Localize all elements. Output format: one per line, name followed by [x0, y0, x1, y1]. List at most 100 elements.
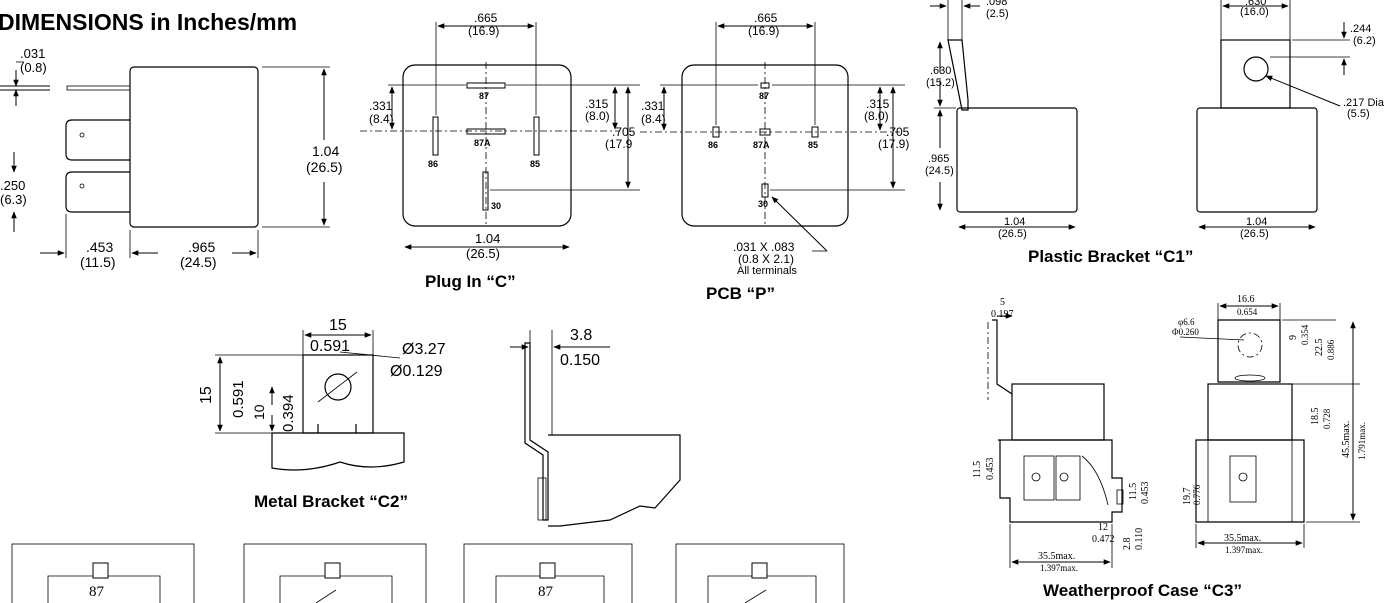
dim-c2-15-top: 15 [329, 317, 347, 334]
c3-dim-355-front: 35.5max. [1224, 533, 1261, 544]
dim-plugin-331: .331 [369, 99, 393, 113]
dim-pcb-705: .705 [886, 125, 910, 139]
dim-c2-15-side: 15 [198, 386, 215, 404]
c3-dim-0110: 0.110 [1134, 528, 1145, 550]
c3-dim-0354: 0.354 [1300, 324, 1310, 345]
c3-upper-body-side [1011, 383, 1105, 441]
pcb-label-87a: 87A [753, 140, 770, 150]
dim-pcb-84: (8.4) [641, 112, 666, 126]
dim-c2-0591-top: 0.591 [310, 338, 350, 355]
blade-terminal-lower [65, 171, 130, 213]
blade-terminal-upper [65, 119, 130, 161]
pcb-note-1: .031 X .083 [733, 240, 795, 254]
bracket-c2-body [271, 432, 405, 471]
dim-c1-160: (16.0) [1240, 6, 1269, 18]
label-87a: 87A [474, 138, 491, 148]
pcb-note-3: All terminals [737, 265, 797, 277]
c3-dim-phi0260: Φ0.260 [1172, 327, 1199, 337]
dim-plugin-265: (26.5) [466, 246, 500, 261]
dim-c2-38: 3.8 [570, 327, 592, 344]
caption-metal-bracket: Metal Bracket “C2” [254, 492, 408, 511]
c3-dim-1397-side: 1.397max. [1040, 563, 1078, 573]
caption-pcb: PCB “P” [706, 284, 775, 303]
plastic-bracket-c1-drawing: .098 (2.5) .630 (15.2) .965 (24.5) 1.04 … [925, 0, 1384, 266]
plug-in-c-drawing: 87 87A 86 85 30 .665 (16.9) .331 (8.4) .… [360, 11, 640, 291]
c3-dim-0453-l: 0.453 [985, 458, 996, 481]
dim-side-115: (11.5) [80, 254, 116, 270]
dim-pcb-665: .665 [754, 11, 778, 25]
dim-side-63: (6.3) [0, 192, 27, 207]
c3-case-front [1195, 439, 1305, 523]
c3-dim-455max: 45.5max. [1341, 421, 1352, 458]
dim-c2-0394: 0.394 [280, 394, 297, 432]
metal-bracket-c2-drawing: 15 0.591 Ø3.27 Ø0.129 15 0.591 10 0.394 … [198, 317, 681, 527]
dim-c2-10: 10 [251, 404, 267, 420]
dim-plugin-665: .665 [474, 11, 498, 25]
dim-plugin-705: .705 [612, 125, 636, 139]
page-title: DIMENSIONS in Inches/mm [0, 9, 297, 35]
pcb-note-2: (0.8 X 2.1) [738, 252, 794, 266]
c3-dim-197: 19.7 [1182, 488, 1193, 506]
relay-body-side [129, 66, 259, 228]
c3-dim-12: 12 [1098, 522, 1108, 533]
c3-dim-115-l: 11.5 [972, 461, 983, 478]
dim-c1-265-front: (26.5) [1240, 228, 1269, 240]
dim-pcb-80: (8.0) [864, 109, 889, 123]
dim-side-965: .965 [188, 239, 215, 255]
terminal-top [66, 85, 131, 91]
dim-pcb-179: (17.9) [878, 137, 909, 151]
dim-side-453: .453 [86, 239, 113, 255]
dim-side-265: (26.5) [306, 159, 343, 175]
pcb-label-30: 30 [758, 199, 768, 209]
label-85: 85 [530, 159, 540, 169]
bracket-c2-side-plate [524, 342, 549, 521]
c3-dim-0776: 0.776 [1192, 484, 1202, 505]
dim-c1-265-side: (26.5) [998, 228, 1027, 240]
c3-case-side [998, 439, 1123, 523]
c3-dim-225: 22.5 [1314, 339, 1325, 357]
c3-upper-body-front [1207, 383, 1293, 441]
dim-plugin-84: (8.4) [369, 112, 394, 126]
c3-dim-28: 2.8 [1122, 538, 1133, 551]
dim-side-250: .250 [0, 178, 25, 193]
dim-c1-630-top: .630 [1245, 0, 1266, 8]
dim-c1-104-front: 1.04 [1246, 216, 1267, 228]
dim-c1-62: (6.2) [1353, 35, 1376, 47]
terminal-30 [482, 171, 489, 211]
weatherproof-c3-drawing: 5 0.197 11.5 0.453 11.5 0.453 12 0.472 2… [972, 294, 1367, 600]
pcb-label-86: 86 [708, 140, 718, 150]
label-30: 30 [491, 201, 501, 211]
dim-pcb-169: (16.9) [748, 24, 779, 38]
dim-c1-244: .244 [1350, 23, 1371, 35]
caption-weatherproof: Weatherproof Case “C3” [1043, 581, 1242, 600]
terminal-86 [432, 116, 439, 156]
dim-plugin-315: .315 [585, 97, 609, 111]
dim-plugin-179: (17.9 [605, 137, 633, 151]
dim-plugin-104: 1.04 [475, 231, 500, 246]
bracket-c1-hole [1243, 56, 1269, 82]
caption-plug-in: Plug In “C” [425, 272, 516, 291]
c3-front-tab [1217, 319, 1281, 383]
pcb-label-87: 87 [759, 91, 769, 101]
dim-c1-55: (5.5) [1347, 108, 1370, 120]
c3-dim-0728: 0.728 [1322, 408, 1332, 429]
dim-c1-098: .098 [986, 0, 1007, 8]
bracket-c1-tab [1220, 39, 1291, 109]
dim-c1-630-side: .630 [930, 65, 951, 77]
dim-pcb-315: .315 [866, 97, 890, 111]
pcb-label-85: 85 [808, 140, 818, 150]
dim-plugin-169: (16.9) [468, 24, 499, 38]
dim-side-08: (0.8) [20, 60, 47, 75]
dim-plugin-80: (8.0) [585, 109, 610, 123]
c3-dim-1397-front: 1.397max. [1225, 545, 1263, 555]
schematic-label-87-b: 87 [538, 584, 554, 600]
dim-c2-0591-side: 0.591 [230, 380, 247, 418]
relay-body-plugin [402, 64, 572, 227]
dim-side-104: 1.04 [312, 143, 339, 159]
pcb-p-drawing: 87 87A 86 85 30 .665 (16.9) .331 (8.4) .… [640, 11, 910, 303]
dim-c1-25: (2.5) [986, 8, 1009, 20]
c3-dim-185: 18.5 [1310, 408, 1321, 426]
c3-dim-0197: 0.197 [991, 309, 1014, 320]
c3-dim-phi66: φ6.6 [1178, 317, 1195, 327]
